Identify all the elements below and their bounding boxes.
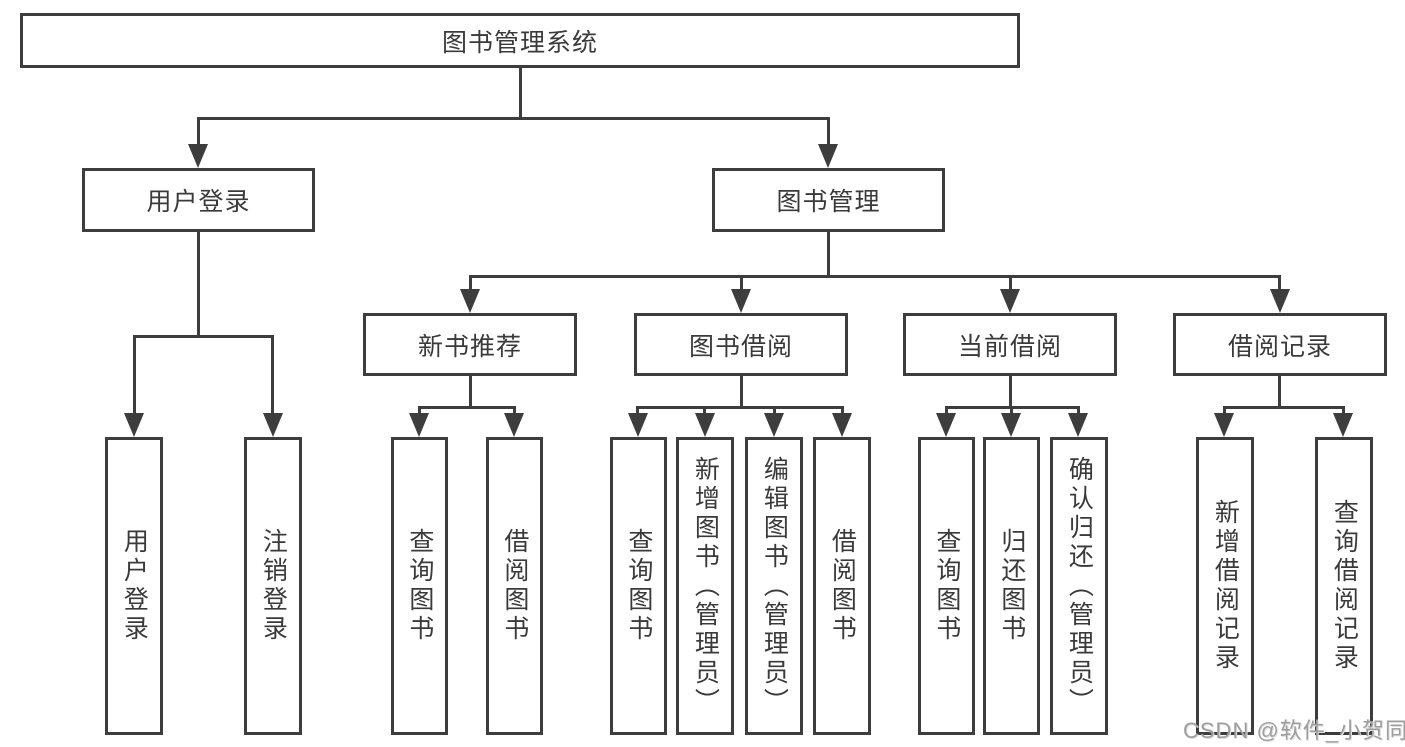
leaf-logout: 注销登录 [244,437,302,735]
node-new-book-recommend: 新书推荐 [363,313,577,376]
arrow-down-icon [188,144,208,168]
leaf-query-book: 查询图书 [391,437,448,735]
node-label: 用户登录 [146,188,251,216]
connector-line [1223,406,1344,409]
node-label: 借阅图书 [828,528,857,644]
connector-line [469,275,1281,278]
connector-line [773,406,776,416]
connector-line [197,117,830,120]
node-book-borrow: 图书借阅 [634,313,848,376]
node-current-borrow: 当前借阅 [903,313,1117,376]
node-label: 查询图书 [405,528,434,644]
node-user-login: 用户登录 [82,168,315,232]
arrow-down-icon [1214,413,1234,437]
node-label: 确认归还（管理员） [1065,455,1094,717]
connector-line [513,406,516,416]
arrow-down-icon [1270,289,1290,313]
leaf-user-login: 用户登录 [105,437,163,735]
arrow-down-icon [460,289,480,313]
arrow-down-icon [504,413,524,437]
arrow-down-icon [832,413,852,437]
arrow-down-icon [695,413,715,437]
node-label: 借阅图书 [500,528,529,644]
node-label: 查询图书 [932,528,961,644]
node-label: 新书推荐 [417,332,522,361]
connector-line [197,117,200,146]
connector-line [945,406,948,416]
connector-line [469,275,472,291]
leaf-edit-book-admin: 编辑图书（管理员） [745,437,803,735]
csdn-watermark: CSDN @软件_小贺同学 [1183,718,1405,743]
connector-line [1009,275,1012,291]
connector-line [519,68,522,119]
leaf-add-borrow-record: 新增借阅记录 [1196,437,1254,735]
connector-line [197,232,200,336]
connector-line [1278,275,1281,291]
leaf-query-book: 查询图书 [918,437,975,735]
connector-line [418,406,421,416]
leaf-query-book: 查询图书 [610,437,667,735]
node-root: 图书管理系统 [20,13,1020,68]
connector-line [740,275,743,291]
connector-line [636,406,843,409]
node-label: 当前借阅 [957,332,1062,361]
connector-line [1223,406,1226,416]
connector-line [271,335,274,415]
node-label: 用户登录 [120,528,149,644]
connector-line [1010,406,1013,416]
node-book-management: 图书管理 [712,168,945,232]
arrow-down-icon [263,413,283,437]
node-label: 注销登录 [259,528,288,644]
connector-line [827,117,830,146]
arrow-down-icon [1333,413,1353,437]
node-label: 借阅记录 [1227,332,1332,361]
arrow-down-icon [731,289,751,313]
connector-line [133,335,136,415]
connector-line [1077,406,1080,416]
leaf-return-book: 归还图书 [983,437,1040,735]
connector-line [1342,406,1345,416]
arrow-down-icon [124,413,144,437]
arrow-down-icon [818,144,838,168]
leaf-add-book-admin: 新增图书（管理员） [676,437,734,735]
connector-line [841,406,844,416]
connector-line [418,406,516,409]
arrow-down-icon [1001,413,1021,437]
arrow-down-icon [409,413,429,437]
connector-line [827,232,830,277]
arrow-down-icon [764,413,784,437]
arrow-down-icon [1068,413,1088,437]
node-label: 查询借阅记录 [1330,499,1359,673]
arrow-down-icon [628,413,648,437]
connector-line [1009,376,1012,408]
leaf-confirm-return-admin: 确认归还（管理员） [1050,437,1108,735]
leaf-borrow-book: 借阅图书 [813,437,871,735]
node-label: 图书管理系统 [441,28,598,57]
node-label: 新增借阅记录 [1211,499,1240,673]
arrow-down-icon [936,413,956,437]
node-label: 图书管理 [776,188,881,216]
leaf-query-borrow-record: 查询借阅记录 [1315,437,1373,735]
connector-line [703,406,706,416]
connector-line [740,376,743,408]
node-borrow-records: 借阅记录 [1173,313,1387,376]
connector-line [636,406,639,416]
connector-line [133,335,274,338]
node-label: 归还图书 [997,528,1026,644]
connector-line [1278,376,1281,408]
node-label: 查询图书 [624,528,653,644]
node-label: 编辑图书（管理员） [760,455,789,717]
leaf-borrow-book: 借阅图书 [486,437,543,735]
arrow-down-icon [1000,289,1020,313]
node-label: 新增图书（管理员） [691,455,720,717]
node-label: 图书借阅 [688,332,793,361]
connector-line [469,376,472,408]
